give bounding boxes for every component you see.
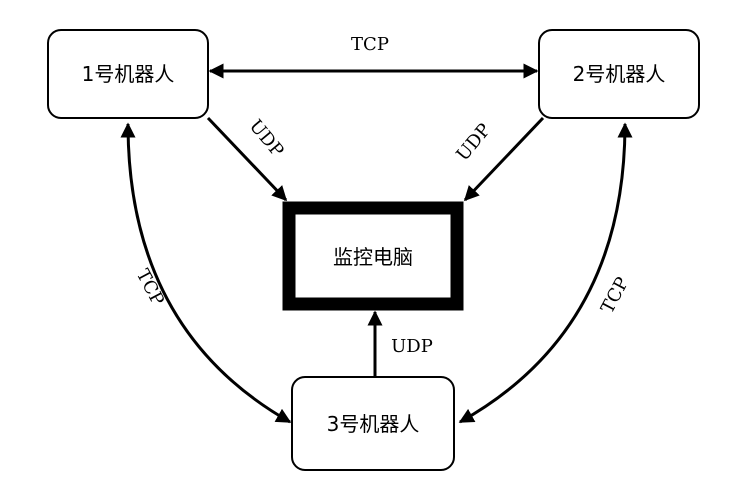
edges	[120, 63, 633, 424]
node-monitor: 监控电脑	[282, 201, 464, 311]
node-robot1: 1号机器人	[47, 29, 209, 119]
edge-label-robot1-robot3: TCP	[132, 266, 168, 309]
edge-label-robot1-robot2: TCP	[351, 34, 389, 55]
edge-label-robot2-monitor: UDP	[452, 120, 495, 165]
node-robot3: 3号机器人	[291, 376, 455, 471]
edge-label-robot3-monitor: UDP	[391, 336, 433, 357]
edge-label-robot2-robot3: TCP	[597, 274, 633, 317]
node-robot2-label: 2号机器人	[573, 62, 666, 86]
edge-robot1-robot3	[120, 122, 292, 424]
node-monitor-label: 监控电脑	[333, 245, 413, 269]
node-robot2: 2号机器人	[538, 29, 700, 119]
node-robot1-label: 1号机器人	[82, 62, 175, 86]
edge-label-robot1-monitor: UDP	[245, 116, 288, 161]
node-robot3-label: 3号机器人	[327, 412, 420, 436]
edge-robot2-robot3	[458, 122, 633, 424]
